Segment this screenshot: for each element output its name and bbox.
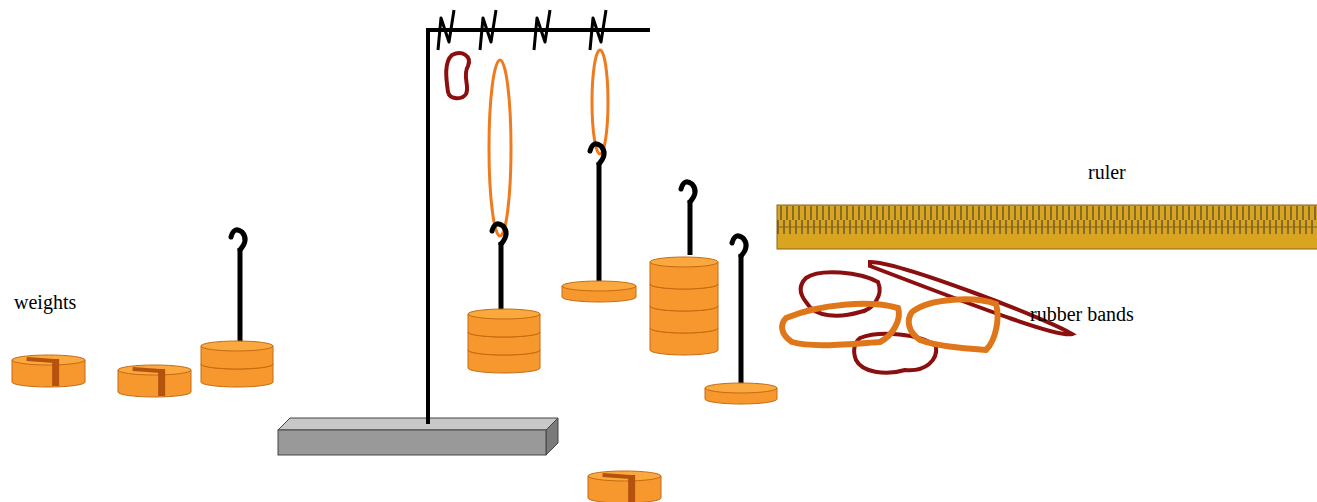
hanger-rod: [688, 200, 693, 255]
hanger-rod: [597, 162, 602, 286]
weight-disk-top: [588, 471, 661, 481]
weight-disk-top: [468, 309, 540, 319]
stand-base-top: [278, 418, 558, 430]
hanger-hook: [231, 230, 245, 250]
hanger-hook: [732, 236, 746, 256]
stand-pole: [426, 28, 430, 424]
rubber-band: [909, 299, 998, 350]
stand-base: [278, 430, 546, 455]
weight-slot: [133, 369, 161, 371]
s-hook: [438, 10, 454, 50]
hanger-hook: [590, 144, 604, 164]
s-hook: [590, 10, 606, 50]
weight-disk-top: [562, 281, 636, 291]
hanger-rod: [739, 254, 744, 388]
weight-slot: [628, 475, 635, 502]
stand-base-side: [546, 418, 558, 455]
part-label: ruler: [1088, 160, 1126, 184]
hanger-hook: [492, 224, 506, 244]
rubber-band-stretched: [592, 50, 608, 154]
part-label: rubber bands: [1030, 302, 1134, 326]
weight-slot: [27, 359, 55, 361]
weight-disk-top: [705, 383, 777, 393]
weight-slot: [603, 475, 631, 477]
stand-arm: [426, 28, 650, 32]
ruler-ticks: [777, 205, 1317, 249]
part-label: weights: [14, 290, 76, 314]
weight-slot: [52, 359, 59, 386]
s-hook: [480, 10, 496, 50]
weight-slot: [158, 369, 165, 396]
weight-disk-top: [12, 355, 85, 365]
weight-disk-top: [118, 365, 191, 375]
weight-disk-top: [201, 341, 273, 351]
rubber-band: [782, 304, 899, 345]
hanger-rod: [238, 248, 243, 345]
hanger-hook: [681, 182, 695, 202]
ruler-body: [777, 205, 1317, 249]
ruler-mid: [777, 227, 1317, 228]
s-hook: [534, 10, 550, 50]
rubber-band: [446, 53, 469, 98]
rubber-band-stretched: [489, 60, 511, 236]
hanger-rod: [499, 242, 504, 312]
weight-disk-top: [650, 257, 718, 267]
